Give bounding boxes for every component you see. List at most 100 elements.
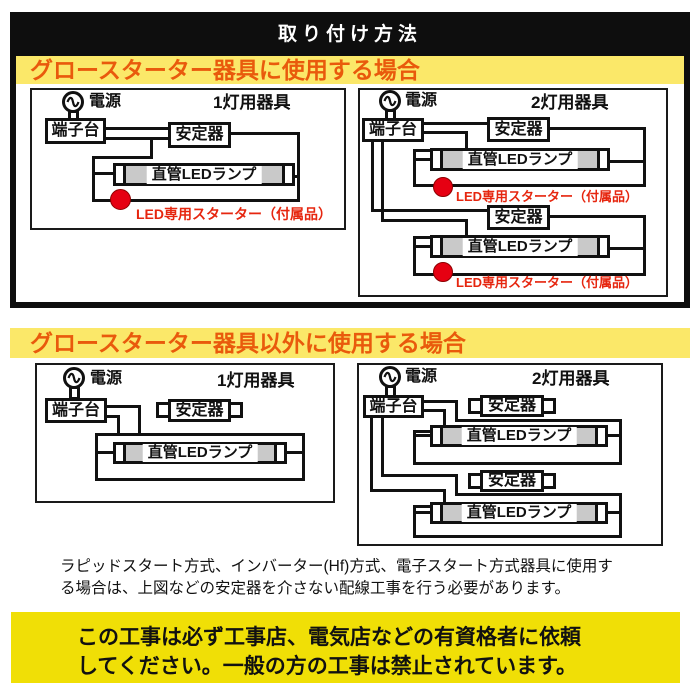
wire (413, 505, 446, 508)
ac-power-icon (379, 90, 401, 112)
wire (106, 137, 168, 140)
wire (150, 137, 153, 159)
wire (455, 474, 458, 496)
wire (610, 160, 646, 163)
wire (608, 511, 622, 514)
warning-box: この工事は必ず工事店、電気店などの有資格者に依頼 してください。一般の方の工事は… (11, 612, 680, 683)
tube-end-cap-right (282, 166, 292, 183)
power-label: 電源 (89, 93, 122, 110)
led-tube-label: 直管LEDランプ (146, 165, 262, 184)
wire (92, 199, 300, 202)
wire (95, 433, 305, 436)
wire (297, 132, 300, 202)
tube-end-cap-left (433, 428, 443, 444)
wire (455, 419, 622, 422)
led-tube-label: 直管LEDランプ (461, 504, 577, 522)
terminal-block-box: 端子台 (363, 395, 424, 418)
wire (413, 505, 416, 538)
wire (302, 433, 305, 481)
wire (465, 131, 468, 152)
wire (413, 511, 430, 514)
wire (381, 417, 384, 477)
wire (424, 131, 468, 134)
wire (413, 430, 446, 433)
terminal-block-box: 端子台 (45, 118, 106, 144)
section2-heading: グロースターター器具以外に使用する場合 (30, 329, 466, 356)
wire (287, 451, 305, 454)
wire (413, 434, 430, 437)
wire (424, 409, 446, 412)
fixture-type-label: 1灯用器具 (213, 93, 291, 112)
wire (550, 127, 646, 130)
starter-dot (433, 177, 453, 197)
wire (443, 489, 446, 508)
wire (455, 400, 458, 422)
terminal-block-box: 端子台 (45, 398, 107, 423)
wire (95, 451, 113, 454)
wire (455, 493, 622, 496)
ballast-box: 安定器 (487, 117, 550, 142)
wire (413, 184, 646, 187)
cut-wire-mark-right (544, 473, 556, 489)
wire (95, 433, 98, 481)
starter-dot (433, 262, 453, 282)
wire (370, 489, 446, 492)
tube-end-cap-left (116, 166, 126, 183)
starter-label: LED専用スターター（付属品） (456, 189, 639, 204)
tube-end-cap-right (274, 445, 284, 461)
wire (443, 409, 446, 433)
diagram-glow-1lamp (30, 88, 346, 230)
wire (413, 430, 416, 465)
tube-end-cap-left (433, 238, 443, 255)
power-label: 電源 (405, 92, 438, 109)
wire (465, 219, 468, 239)
power-label: 電源 (90, 370, 123, 387)
led-tube: 直管LEDランプ (430, 425, 608, 447)
tube-end-cap-right (595, 505, 605, 521)
wire (643, 127, 646, 187)
cut-wire-mark-left (468, 473, 480, 489)
wire (413, 245, 430, 248)
section1-heading-band: グロースターター器具に使用する場合 (16, 56, 684, 84)
section2-heading-band: グロースターター器具以外に使用する場合 (10, 328, 690, 358)
led-tube: 直管LEDランプ (113, 163, 295, 186)
led-tube-label: 直管LEDランプ (461, 427, 577, 445)
section1-heading: グロースターター器具に使用する場合 (30, 56, 420, 83)
led-tube-label: 直管LEDランプ (142, 444, 258, 462)
fixture-type-label: 2灯用器具 (532, 369, 610, 388)
tube-end-cap-right (597, 151, 607, 168)
tube-end-cap-right (595, 428, 605, 444)
wire (413, 236, 416, 276)
wire (619, 493, 622, 538)
wire (106, 127, 168, 130)
cut-wire-mark-left (156, 402, 168, 418)
starter-label: LED専用スターター（付属品） (456, 275, 639, 290)
ballast-box: 安定器 (487, 205, 550, 230)
wire (413, 462, 622, 465)
wire (424, 122, 487, 125)
tube-end-cap-left (433, 151, 443, 168)
wire (610, 247, 646, 250)
led-tube: 直管LEDランプ (430, 502, 608, 524)
led-tube-label: 直管LEDランプ (462, 237, 578, 256)
note-text: ラピッドスタート方式、インバーター(Hf)方式、電子スタート方式器具に使用す る… (60, 558, 613, 597)
wire (381, 140, 384, 222)
wire (413, 273, 646, 276)
wire (550, 215, 646, 218)
wire (370, 417, 373, 492)
wire (92, 156, 153, 159)
wire (424, 400, 458, 403)
wire (619, 419, 622, 465)
ballast-box: 安定器 (480, 395, 544, 417)
terminal-block-box: 端子台 (362, 118, 424, 142)
tube-end-cap-right (597, 238, 607, 255)
wire (117, 415, 120, 436)
page-title: 取り付け方法 (277, 23, 422, 45)
ballast-box: 安定器 (480, 470, 544, 492)
wire (413, 149, 416, 187)
led-tube: 直管LEDランプ (113, 442, 287, 464)
fixture-type-label: 1灯用器具 (217, 371, 295, 390)
cut-wire-mark-right (231, 402, 243, 418)
wire (381, 219, 468, 222)
